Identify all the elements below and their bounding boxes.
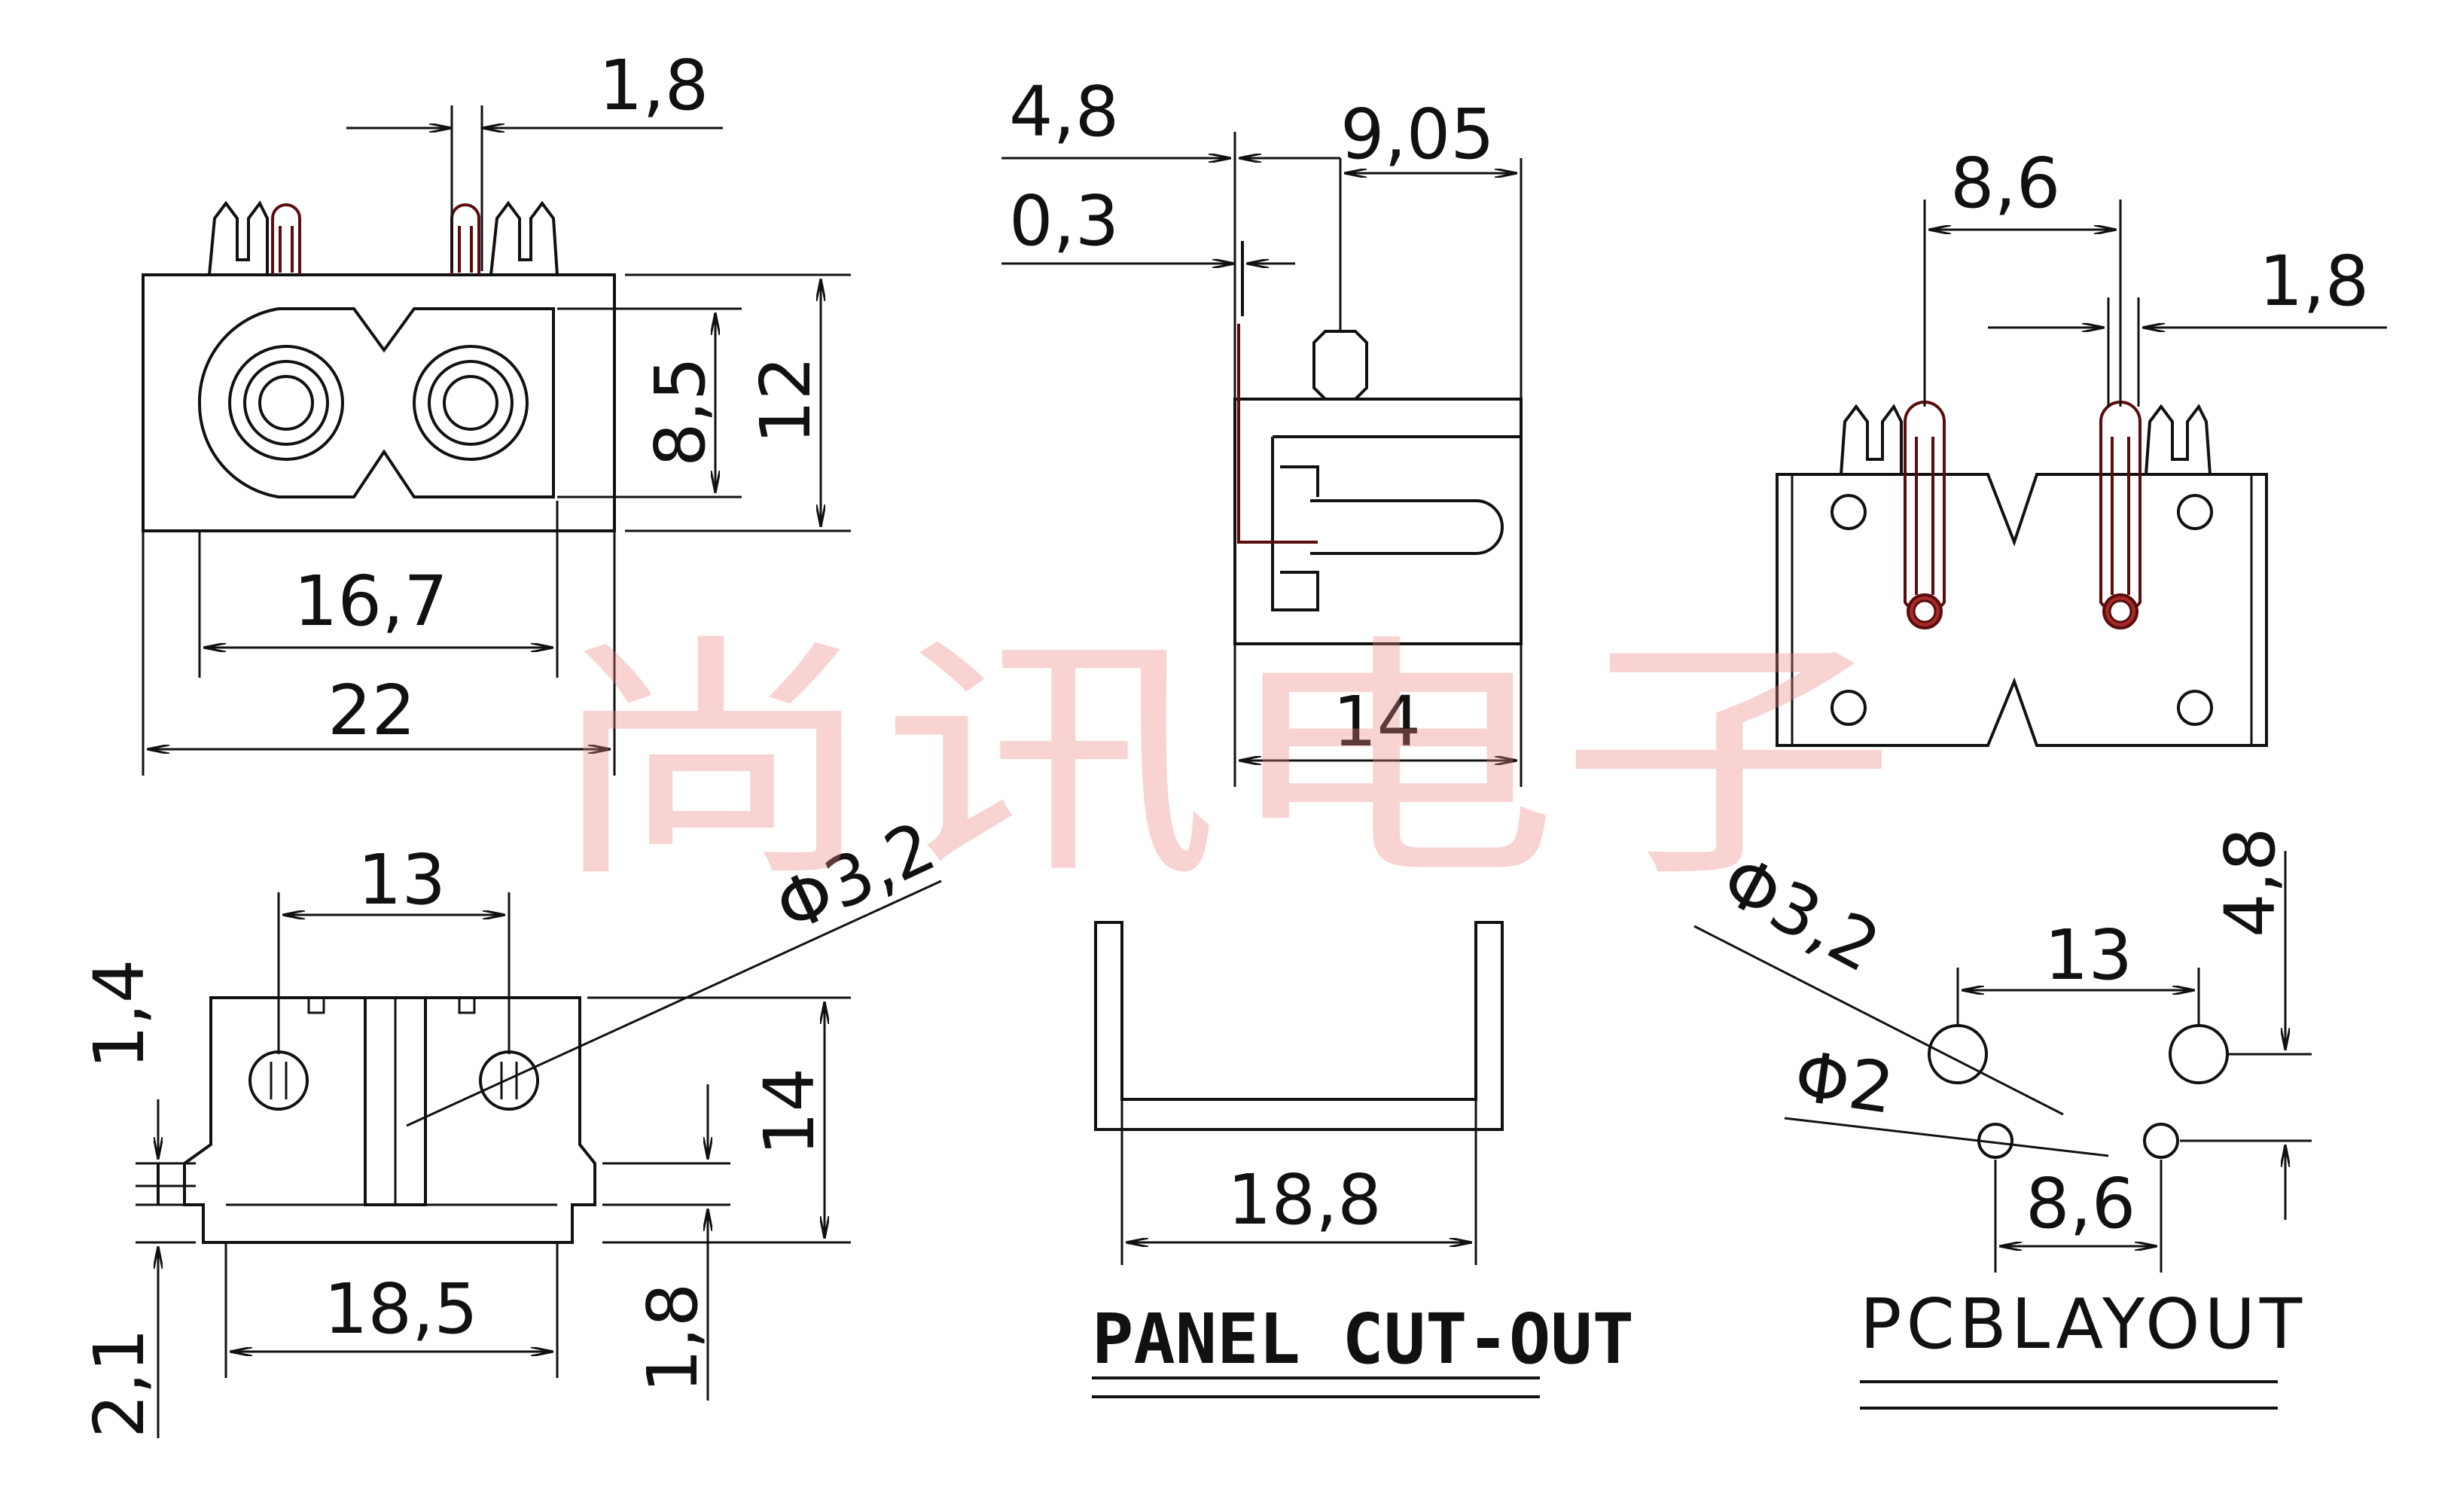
watermark: 尚讯电子: [542, 614, 1898, 912]
bottom-dim-left-top: 1,4: [79, 959, 160, 1069]
back-view: 8,6 1,8: [1776, 143, 2387, 747]
left-latch: [208, 200, 269, 276]
front-dim-total-width: 22: [328, 670, 416, 751]
pcb-hole-large-left: [1928, 1024, 1988, 1084]
side-body: [1233, 398, 1523, 645]
pcb-hole-large-right: [2169, 1024, 2229, 1084]
pcb-layout-title: PCBLAYOUT: [1860, 1284, 2306, 1364]
front-body-outline: [142, 273, 616, 532]
side-pin: [1237, 324, 1318, 544]
side-dim-depth: 14: [1333, 681, 1421, 762]
side-contact: [1310, 499, 1504, 555]
bottom-left-hole: [248, 1050, 309, 1111]
back-dim-pitch: 8,6: [1950, 143, 2060, 224]
right-contact-outer: [413, 345, 529, 461]
front-dim-inner-width: 16,7: [294, 561, 448, 642]
bottom-dim-hole-spacing: 13: [358, 840, 446, 920]
left-contact-mid: [243, 360, 329, 446]
side-dim-b: 9,05: [1340, 94, 1495, 175]
front-dim-inner-height: 8,5: [640, 357, 721, 467]
front-dim-body-height: 12: [745, 356, 826, 444]
left-contact-outer: [228, 345, 344, 461]
socket-opening: [197, 307, 555, 498]
right-pin: [450, 203, 480, 275]
right-latch: [489, 200, 559, 276]
side-view: 4,8 9,05 0,3 14: [1001, 72, 1523, 787]
front-view: 1,8 12 8,5 16,7 22: [142, 45, 851, 776]
pcb-hole-small-right: [2143, 1123, 2179, 1159]
pcb-dim-offset: 4,8: [2210, 828, 2291, 937]
side-dim-c: 0,3: [1009, 181, 1119, 261]
bottom-dim-left-bottom: 2,1: [79, 1328, 160, 1438]
panel-cutout-title: PANEL CUT-OUT: [1092, 1299, 1634, 1379]
back-right-pin: [2099, 401, 2141, 614]
bottom-dim-flange: 1,8: [633, 1283, 713, 1393]
right-contact-mid: [428, 360, 514, 446]
left-pin: [271, 203, 301, 275]
back-body: [1776, 473, 2268, 747]
side-terminal: [1312, 330, 1368, 401]
pcb-dim-hole-small: Φ2: [1790, 1036, 1899, 1129]
bottom-dim-base-width: 18,5: [324, 1269, 478, 1349]
pcb-dim-spacing-large: 13: [2044, 915, 2132, 995]
front-dim-pin-width: 1,8: [599, 45, 709, 126]
panel-cutout: 18,8 PANEL CUT-OUT: [1092, 921, 1634, 1398]
pcb-dim-spacing-small: 8,6: [2026, 1163, 2135, 1244]
back-dim-pin: 1,8: [2259, 241, 2369, 322]
bottom-dim-height: 14: [749, 1068, 830, 1156]
panel-cutout-outline: [1094, 921, 1504, 1131]
pcb-layout: 13 8,6 4,8 Φ3,2 Φ2 PCBLAYOUT: [1693, 828, 2312, 1410]
right-contact-inner: [443, 375, 498, 431]
side-dim-a: 4,8: [1009, 72, 1119, 152]
bottom-right-hole: [479, 1050, 539, 1111]
back-right-latch: [2145, 404, 2212, 475]
back-left-pin: [1904, 401, 1946, 614]
panel-dim-width: 18,8: [1227, 1160, 1382, 1240]
left-contact-inner: [258, 375, 314, 431]
back-left-latch: [1840, 404, 1903, 475]
